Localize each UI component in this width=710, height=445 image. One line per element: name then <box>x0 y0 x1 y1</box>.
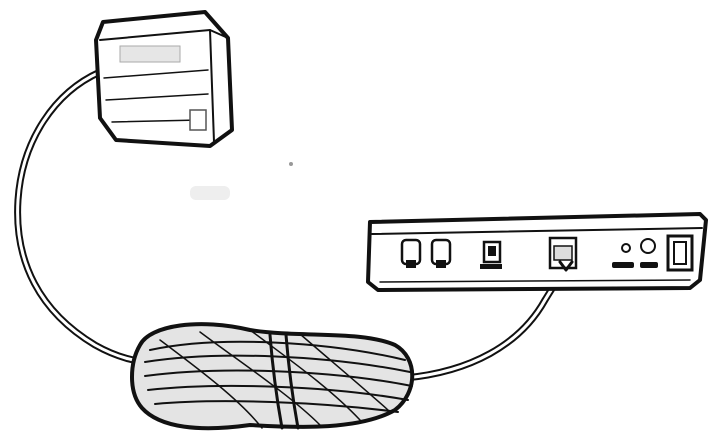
faint-marks <box>190 162 293 200</box>
cable-coil-icon <box>132 324 412 428</box>
set-top-box-icon <box>368 214 706 290</box>
power-adapter-icon <box>96 12 232 146</box>
